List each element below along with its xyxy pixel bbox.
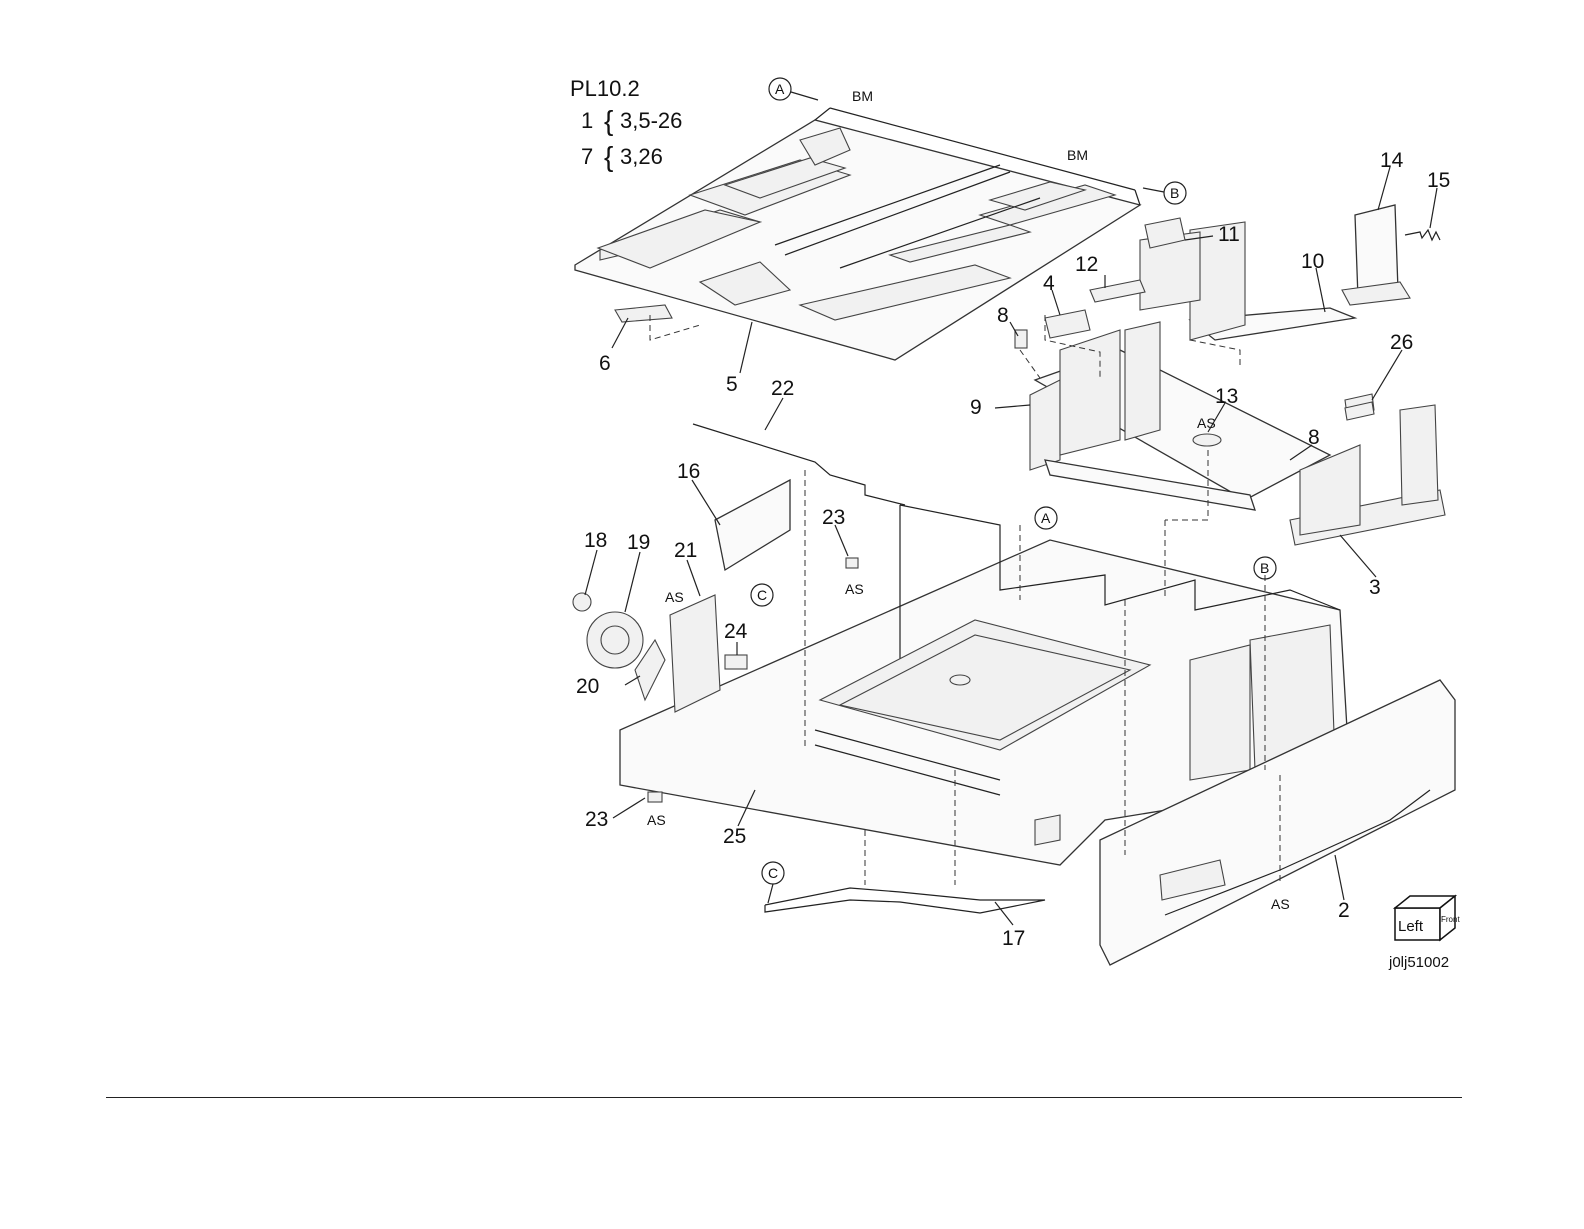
marker-a-top: A (769, 78, 818, 100)
part-12-spring (1090, 280, 1145, 302)
as-label: AS (665, 589, 684, 605)
part-4-plate (1045, 310, 1090, 338)
callout-18: 18 (584, 529, 607, 552)
assembly-note-contents: 3,5-26 (620, 108, 682, 133)
marker-c-drive: C (751, 584, 773, 606)
callout-4: 4 (1043, 272, 1055, 295)
marker-b-top: B (1143, 182, 1186, 204)
callout-23: 23 (585, 808, 608, 831)
part-15-spring (1405, 230, 1440, 240)
svg-text:A: A (775, 81, 785, 97)
callout-10: 10 (1301, 250, 1324, 273)
side-guide-bracket (1140, 218, 1355, 340)
assembly-note-brace: { (604, 141, 613, 172)
plate-id: PL10.2 (570, 76, 640, 101)
callout-16: 16 (677, 460, 700, 483)
part-22-rod (693, 424, 905, 505)
callout-8: 8 (997, 304, 1009, 327)
part-6-strip (615, 305, 672, 322)
callout-3: 3 (1369, 576, 1381, 599)
page-divider-rule (106, 1097, 1462, 1098)
callout-5: 5 (726, 373, 738, 396)
callout-11: 11 (1218, 223, 1240, 246)
bm-label: BM (852, 88, 873, 104)
as-label: AS (1271, 896, 1290, 912)
cube-front-label: Front (1441, 915, 1460, 924)
callout-2: 2 (1338, 899, 1350, 922)
callout-23: 23 (822, 506, 845, 529)
marker-a-tray: A (1035, 507, 1057, 529)
callout-17: 17 (1002, 927, 1025, 950)
figure-id: j0lj51002 (1388, 954, 1449, 971)
assembly-note-brace: { (604, 105, 613, 136)
svg-text:B: B (1170, 185, 1179, 201)
svg-text:A: A (1041, 510, 1051, 526)
callout-14: 14 (1380, 149, 1404, 172)
callout-9: 9 (970, 396, 982, 419)
cube-left-label: Left (1398, 918, 1424, 935)
assembly-note-item: 7 (581, 144, 593, 169)
callout-8: 8 (1308, 426, 1320, 449)
callout-13: 13 (1215, 385, 1238, 408)
callout-15: 15 (1427, 169, 1450, 192)
as-label: AS (647, 812, 666, 828)
part-17-link (765, 888, 1045, 913)
svg-text:B: B (1260, 560, 1269, 576)
callout-20: 20 (576, 675, 599, 698)
callout-24: 24 (724, 620, 748, 643)
part-23-clip (846, 558, 858, 568)
as-label: AS (845, 581, 864, 597)
bm-label: BM (1067, 147, 1088, 163)
callout-22: 22 (771, 377, 794, 400)
part-14-bracket (1342, 205, 1410, 305)
callout-12: 12 (1075, 253, 1098, 276)
svg-text:C: C (757, 587, 767, 603)
callout-6: 6 (599, 352, 611, 375)
part-23-clip (648, 792, 662, 802)
orientation-cube: Left Front (1395, 896, 1460, 940)
assembly-note-item: 1 (581, 108, 593, 133)
marker-b-tray: B (1254, 557, 1276, 579)
svg-text:C: C (768, 865, 778, 881)
assembly-note-contents: 3,26 (620, 144, 663, 169)
inner-tray-assembly (1030, 322, 1445, 545)
callout-26: 26 (1390, 331, 1413, 354)
callout-19: 19 (627, 531, 650, 554)
marker-c-link: C (762, 862, 784, 903)
callout-21: 21 (674, 539, 697, 562)
callout-25: 25 (723, 825, 746, 848)
